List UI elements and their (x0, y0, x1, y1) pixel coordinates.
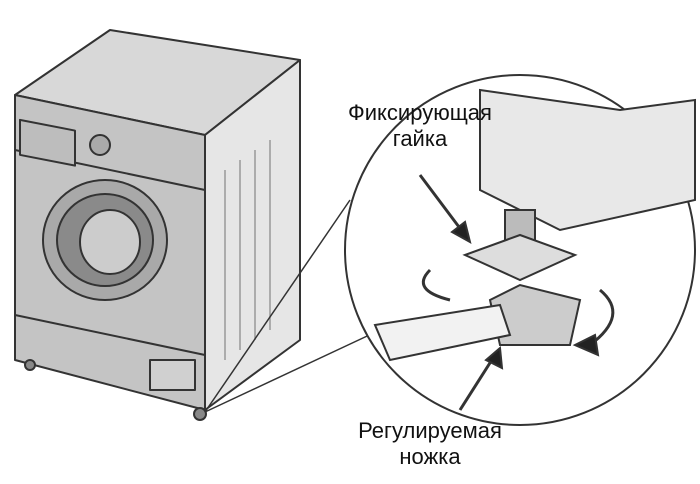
washing-machine (14, 29, 301, 421)
callout-lines (204, 199, 381, 413)
adjustable-foot-label: Регулируемая ножка (358, 418, 502, 469)
magnified-foot (373, 88, 696, 411)
lock-nut-label: Фиксирующая гайка (348, 100, 492, 151)
